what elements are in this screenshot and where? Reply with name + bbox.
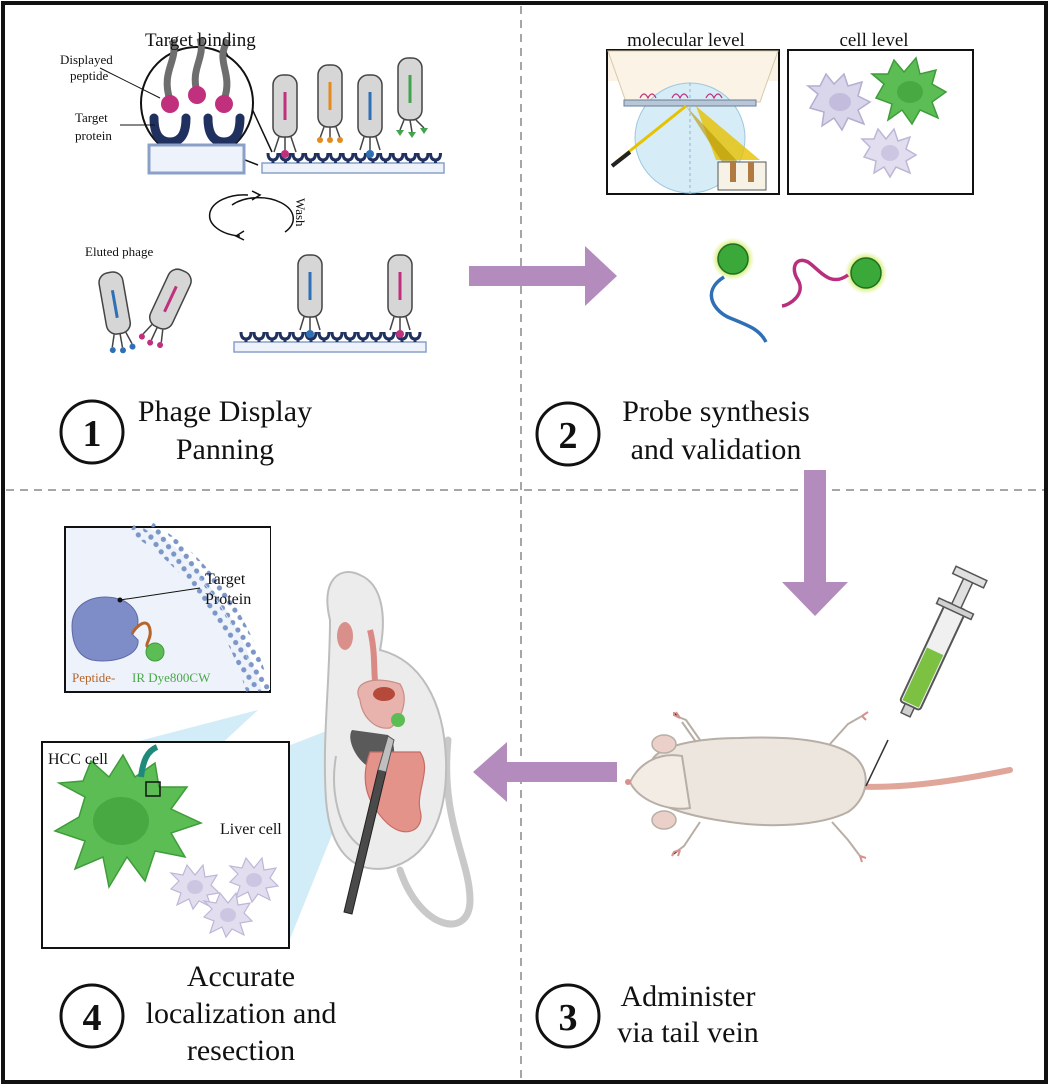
receptor-mark [330, 331, 344, 342]
arrow-1-to-2 [469, 246, 617, 306]
panel-1-title-line2: Panning [176, 433, 274, 466]
peptide-dot [161, 95, 179, 113]
step-number: 3 [559, 997, 578, 1039]
panel-4-title-line3: resection [187, 1034, 295, 1067]
receptor-mark [279, 152, 292, 163]
target-protein-inset [64, 522, 271, 693]
probe-molecule [709, 238, 768, 343]
panel-1-title-line1: Phage Display [138, 395, 312, 428]
step-number: 1 [83, 413, 102, 455]
label-target-binding: Target binding [145, 30, 256, 51]
bound-phage [387, 254, 413, 338]
label-target-protein-2: Protein [205, 591, 251, 608]
phage-particle [272, 74, 298, 158]
step-number-circle [59, 399, 125, 465]
panel-2-title-line1: Probe synthesis [622, 395, 810, 428]
mouse-lying [625, 711, 1013, 863]
receptor-mark [239, 331, 253, 342]
label-wash: Wash [293, 198, 308, 227]
receptor-mark [356, 331, 370, 342]
receptor-mark [391, 152, 405, 163]
cell-level-box [787, 49, 974, 195]
arrow-2-to-3 [782, 470, 848, 616]
receptor-mark [379, 152, 392, 163]
binding-magnifier [99, 36, 273, 175]
step-number-circle [59, 983, 125, 1049]
phage-particle [357, 74, 383, 158]
step-number: 2 [559, 415, 578, 457]
green-cell [869, 56, 948, 126]
receptor-mark [278, 331, 292, 342]
panel-1-phage-display: Target binding Displayed peptide Target … [59, 30, 445, 466]
receptor-mark [354, 152, 367, 163]
panning-plate-bottom [233, 331, 427, 353]
label-molecular-level: molecular level [627, 30, 745, 51]
label-cell-level: cell level [839, 30, 908, 51]
hcc-cell [53, 744, 204, 890]
receptor-mark [369, 331, 383, 342]
label-hcc-cell: HCC cell [48, 751, 109, 768]
step-number-circle [535, 983, 601, 1049]
receptor-mark [408, 331, 422, 342]
receptor-mark [266, 152, 280, 163]
label-ir-dye: IR Dye800CW [132, 670, 211, 685]
peptide-dot [188, 86, 206, 104]
label-liver-cell: Liver cell [220, 821, 282, 838]
peptide-dot [215, 95, 233, 113]
phage-particle [396, 57, 428, 138]
label-target-protein-1: Target [75, 110, 108, 125]
receptor-mark [316, 152, 330, 163]
panel-4-title-line2: localization and [146, 997, 337, 1030]
panel-2-title-line2: and validation [631, 433, 802, 466]
receptor-mark [341, 152, 355, 163]
panning-plate-top [261, 152, 445, 174]
magnified-plate [147, 143, 246, 175]
step-number: 4 [83, 997, 102, 1039]
scalpel [343, 735, 395, 915]
eluted-phage [98, 268, 192, 354]
liver-cell [202, 891, 254, 939]
receptor-mark [291, 152, 305, 163]
receptor-mark [329, 152, 342, 163]
hcc-cell-inset [41, 741, 290, 949]
panel-3-title-line2: via tail vein [617, 1016, 759, 1049]
receptor-mark [265, 331, 279, 342]
bound-phage [297, 254, 323, 338]
receptor-mark [343, 331, 357, 342]
mouse-upright [323, 571, 474, 928]
grey-cell [805, 72, 872, 132]
panel-3-administer: 3 Administer via tail vein [535, 565, 1013, 1049]
receptor-mark [382, 331, 396, 342]
step-number-circle [535, 401, 601, 467]
panel-2-probe-synthesis: molecular level cell level 2 Probe synth… [535, 30, 974, 467]
label-displayed-peptide-2: peptide [70, 68, 108, 83]
phage-particle [317, 64, 343, 143]
label-eluted-phage: Eluted phage [85, 244, 153, 259]
receptor-mark [252, 331, 266, 342]
receptor-mark [304, 152, 317, 163]
label-peptide: Peptide- [72, 670, 115, 685]
grey-cell [860, 127, 918, 179]
receptor-mark [317, 331, 331, 342]
panel-4-title-line1: Accurate [187, 960, 295, 993]
receptor-mark [404, 152, 417, 163]
receptor-mark [429, 152, 442, 163]
label-target-protein-2: protein [75, 128, 112, 143]
label-displayed-peptide-1: Displayed [60, 52, 113, 67]
panel-3-title-line1: Administer [621, 980, 756, 1013]
receptor-mark [416, 152, 430, 163]
label-target-protein-1: Target [205, 571, 246, 588]
probe-molecule [781, 252, 887, 308]
syringe [865, 565, 988, 787]
liver-cell [169, 863, 221, 911]
arrow-3-to-4 [473, 742, 617, 802]
wash-cycle-icon [208, 190, 295, 241]
receptor-mark [291, 331, 305, 342]
zoom-box [145, 781, 161, 797]
panel-4-localization: Target Protein Peptide- IR Dye800CW [41, 522, 474, 1067]
